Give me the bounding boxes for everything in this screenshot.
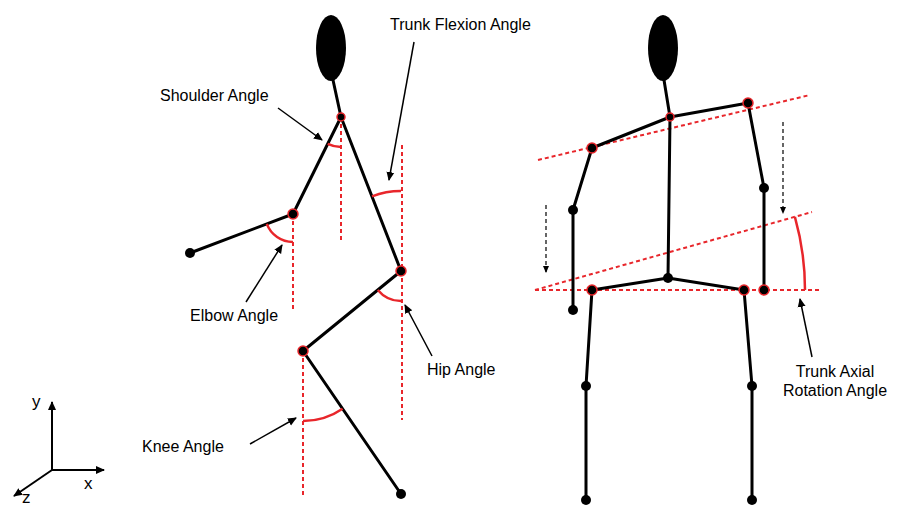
axis-triad [14, 402, 104, 496]
front-view-figure [535, 15, 820, 505]
angle-label: Hip Angle [427, 360, 496, 379]
angle-label: Shoulder Angle [160, 86, 269, 105]
angle-label: Elbow Angle [190, 306, 278, 325]
axis-label: x [84, 474, 93, 493]
axis-label: z [22, 488, 31, 507]
axis-label: y [32, 392, 41, 411]
angle-label: Knee Angle [142, 437, 224, 456]
angle-label: Trunk Axial Rotation Angle [765, 362, 905, 400]
angle-label: Trunk Flexion Angle [390, 15, 531, 34]
